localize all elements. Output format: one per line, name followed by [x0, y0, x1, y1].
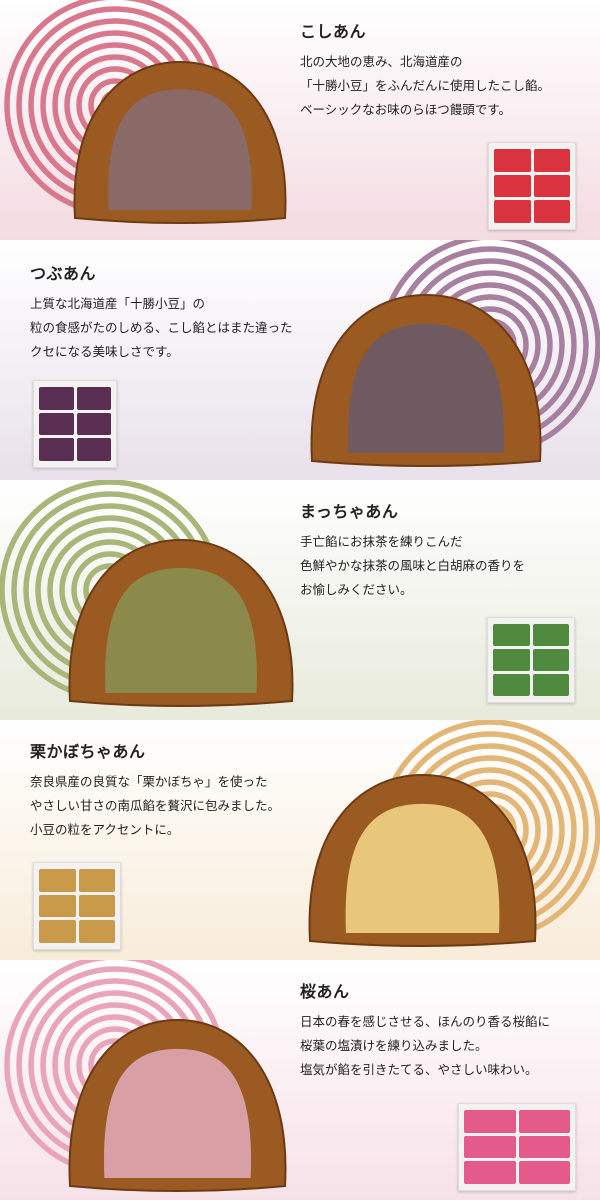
- desc-line: 「十勝小豆」をふんだんに使用したこし餡。: [300, 78, 551, 93]
- packaged-manju: [493, 674, 530, 696]
- product-description: 栗かぼちゃあん 奈良県産の良質な「栗かぼちゃ」を使った やさしい甘さの南瓜餡を贅…: [30, 738, 280, 842]
- desc-line: 粒の食感がたのしめる、こし餡とはまた違った: [30, 320, 293, 335]
- packaged-manju: [78, 869, 115, 892]
- product-sakuraan: 桜あん 日本の春を感じさせる、ほんのり香る桜餡に 桜葉の塩漬けを練り込みました。…: [0, 960, 600, 1200]
- desc-line: 小豆の粒をアクセントに。: [30, 822, 180, 837]
- desc-line: ベーシックなお味のらほつ饅頭です。: [300, 102, 512, 117]
- packaged-manju: [494, 200, 531, 223]
- manju-filling: [108, 89, 252, 210]
- package-box-image: [488, 142, 576, 230]
- manju-filling: [345, 803, 500, 933]
- packaged-manju: [464, 1110, 516, 1133]
- packaged-manju: [493, 649, 530, 671]
- packaged-manju: [39, 412, 74, 436]
- manju-filling: [103, 1048, 252, 1178]
- packaged-manju: [464, 1135, 516, 1159]
- desc-line: 日本の春を感じさせる、ほんのり香る桜餡に: [300, 1014, 551, 1029]
- desc-line: 北の大地の恵み、北海道産の: [300, 54, 463, 69]
- product-description: まっちゃあん 手亡餡にお抹茶を練りこんだ 色鮮やかな抹茶の風味と白胡麻の香りを …: [300, 498, 525, 602]
- desc-line: 色鮮やかな抹茶の風味と白胡麻の香りを: [300, 558, 526, 573]
- product-description: つぶあん 上質な北海道産「十勝小豆」の 粒の食感がたのしめる、こし餡とはまた違っ…: [30, 260, 293, 364]
- packaged-manju: [518, 1135, 570, 1159]
- packaged-manju: [532, 624, 569, 646]
- desc-line: クセになる美味しさです。: [30, 344, 179, 359]
- packaged-manju: [532, 649, 569, 671]
- product-description: 桜あん 日本の春を感じさせる、ほんのり香る桜餡に 桜葉の塩漬けを練り込みました。…: [300, 978, 550, 1082]
- package-box-image: [33, 862, 121, 950]
- package-box-image: [33, 380, 117, 468]
- product-koshian: こしあん 北の大地の恵み、北海道産の 「十勝小豆」をふんだんに使用したこし餡。 …: [0, 0, 600, 240]
- packaged-manju: [518, 1161, 570, 1184]
- product-description: こしあん 北の大地の恵み、北海道産の 「十勝小豆」をふんだんに使用したこし餡。 …: [300, 18, 550, 122]
- packaged-manju: [518, 1110, 570, 1133]
- product-name: 栗かぼちゃあん: [30, 742, 146, 761]
- packaged-manju: [533, 200, 570, 223]
- packaged-manju: [39, 438, 74, 461]
- packaged-manju: [494, 174, 531, 198]
- desc-line: 塩気が餡を引きたてる、やさしい味わい。: [300, 1062, 538, 1077]
- manju-filling: [348, 323, 504, 453]
- package-box-image: [458, 1103, 576, 1191]
- packaged-manju: [39, 869, 76, 892]
- product-name: こしあん: [300, 22, 367, 41]
- product-name: まっちゃあん: [300, 502, 399, 521]
- product-name: つぶあん: [30, 264, 97, 283]
- packaged-manju: [39, 920, 76, 943]
- packaged-manju: [76, 387, 111, 410]
- product-tsubuan: つぶあん 上質な北海道産「十勝小豆」の 粒の食感がたのしめる、こし餡とはまた違っ…: [0, 240, 600, 480]
- desc-line: 上質な北海道産「十勝小豆」の: [30, 296, 206, 311]
- product-matchaan: まっちゃあん 手亡餡にお抹茶を練りこんだ 色鮮やかな抹茶の風味と白胡麻の香りを …: [0, 480, 600, 720]
- package-box-image: [487, 617, 575, 703]
- product-kurikabochaan: 栗かぼちゃあん 奈良県産の良質な「栗かぼちゃ」を使った やさしい甘さの南瓜餡を贅…: [0, 720, 600, 960]
- desc-line: 桜葉の塩漬けを練り込みました。: [300, 1038, 488, 1053]
- packaged-manju: [493, 624, 530, 646]
- desc-line: 奈良県産の良質な「栗かぼちゃ」を使った: [30, 774, 268, 789]
- product-name: 桜あん: [300, 982, 350, 1001]
- packaged-manju: [533, 174, 570, 198]
- packaged-manju: [39, 894, 76, 918]
- packaged-manju: [76, 412, 111, 436]
- desc-line: やさしい甘さの南瓜餡を贅沢に包みました。: [30, 798, 281, 813]
- packaged-manju: [464, 1161, 516, 1184]
- packaged-manju: [494, 149, 531, 172]
- packaged-manju: [78, 920, 115, 943]
- packaged-manju: [533, 149, 570, 172]
- packaged-manju: [78, 894, 115, 918]
- desc-line: お愉しみください。: [300, 582, 413, 597]
- manju-filling: [105, 568, 257, 693]
- packaged-manju: [39, 387, 74, 410]
- desc-line: 手亡餡にお抹茶を練りこんだ: [300, 534, 463, 549]
- packaged-manju: [532, 674, 569, 696]
- product-illustration: [0, 960, 600, 1200]
- packaged-manju: [76, 438, 111, 461]
- product-illustration: [0, 0, 600, 240]
